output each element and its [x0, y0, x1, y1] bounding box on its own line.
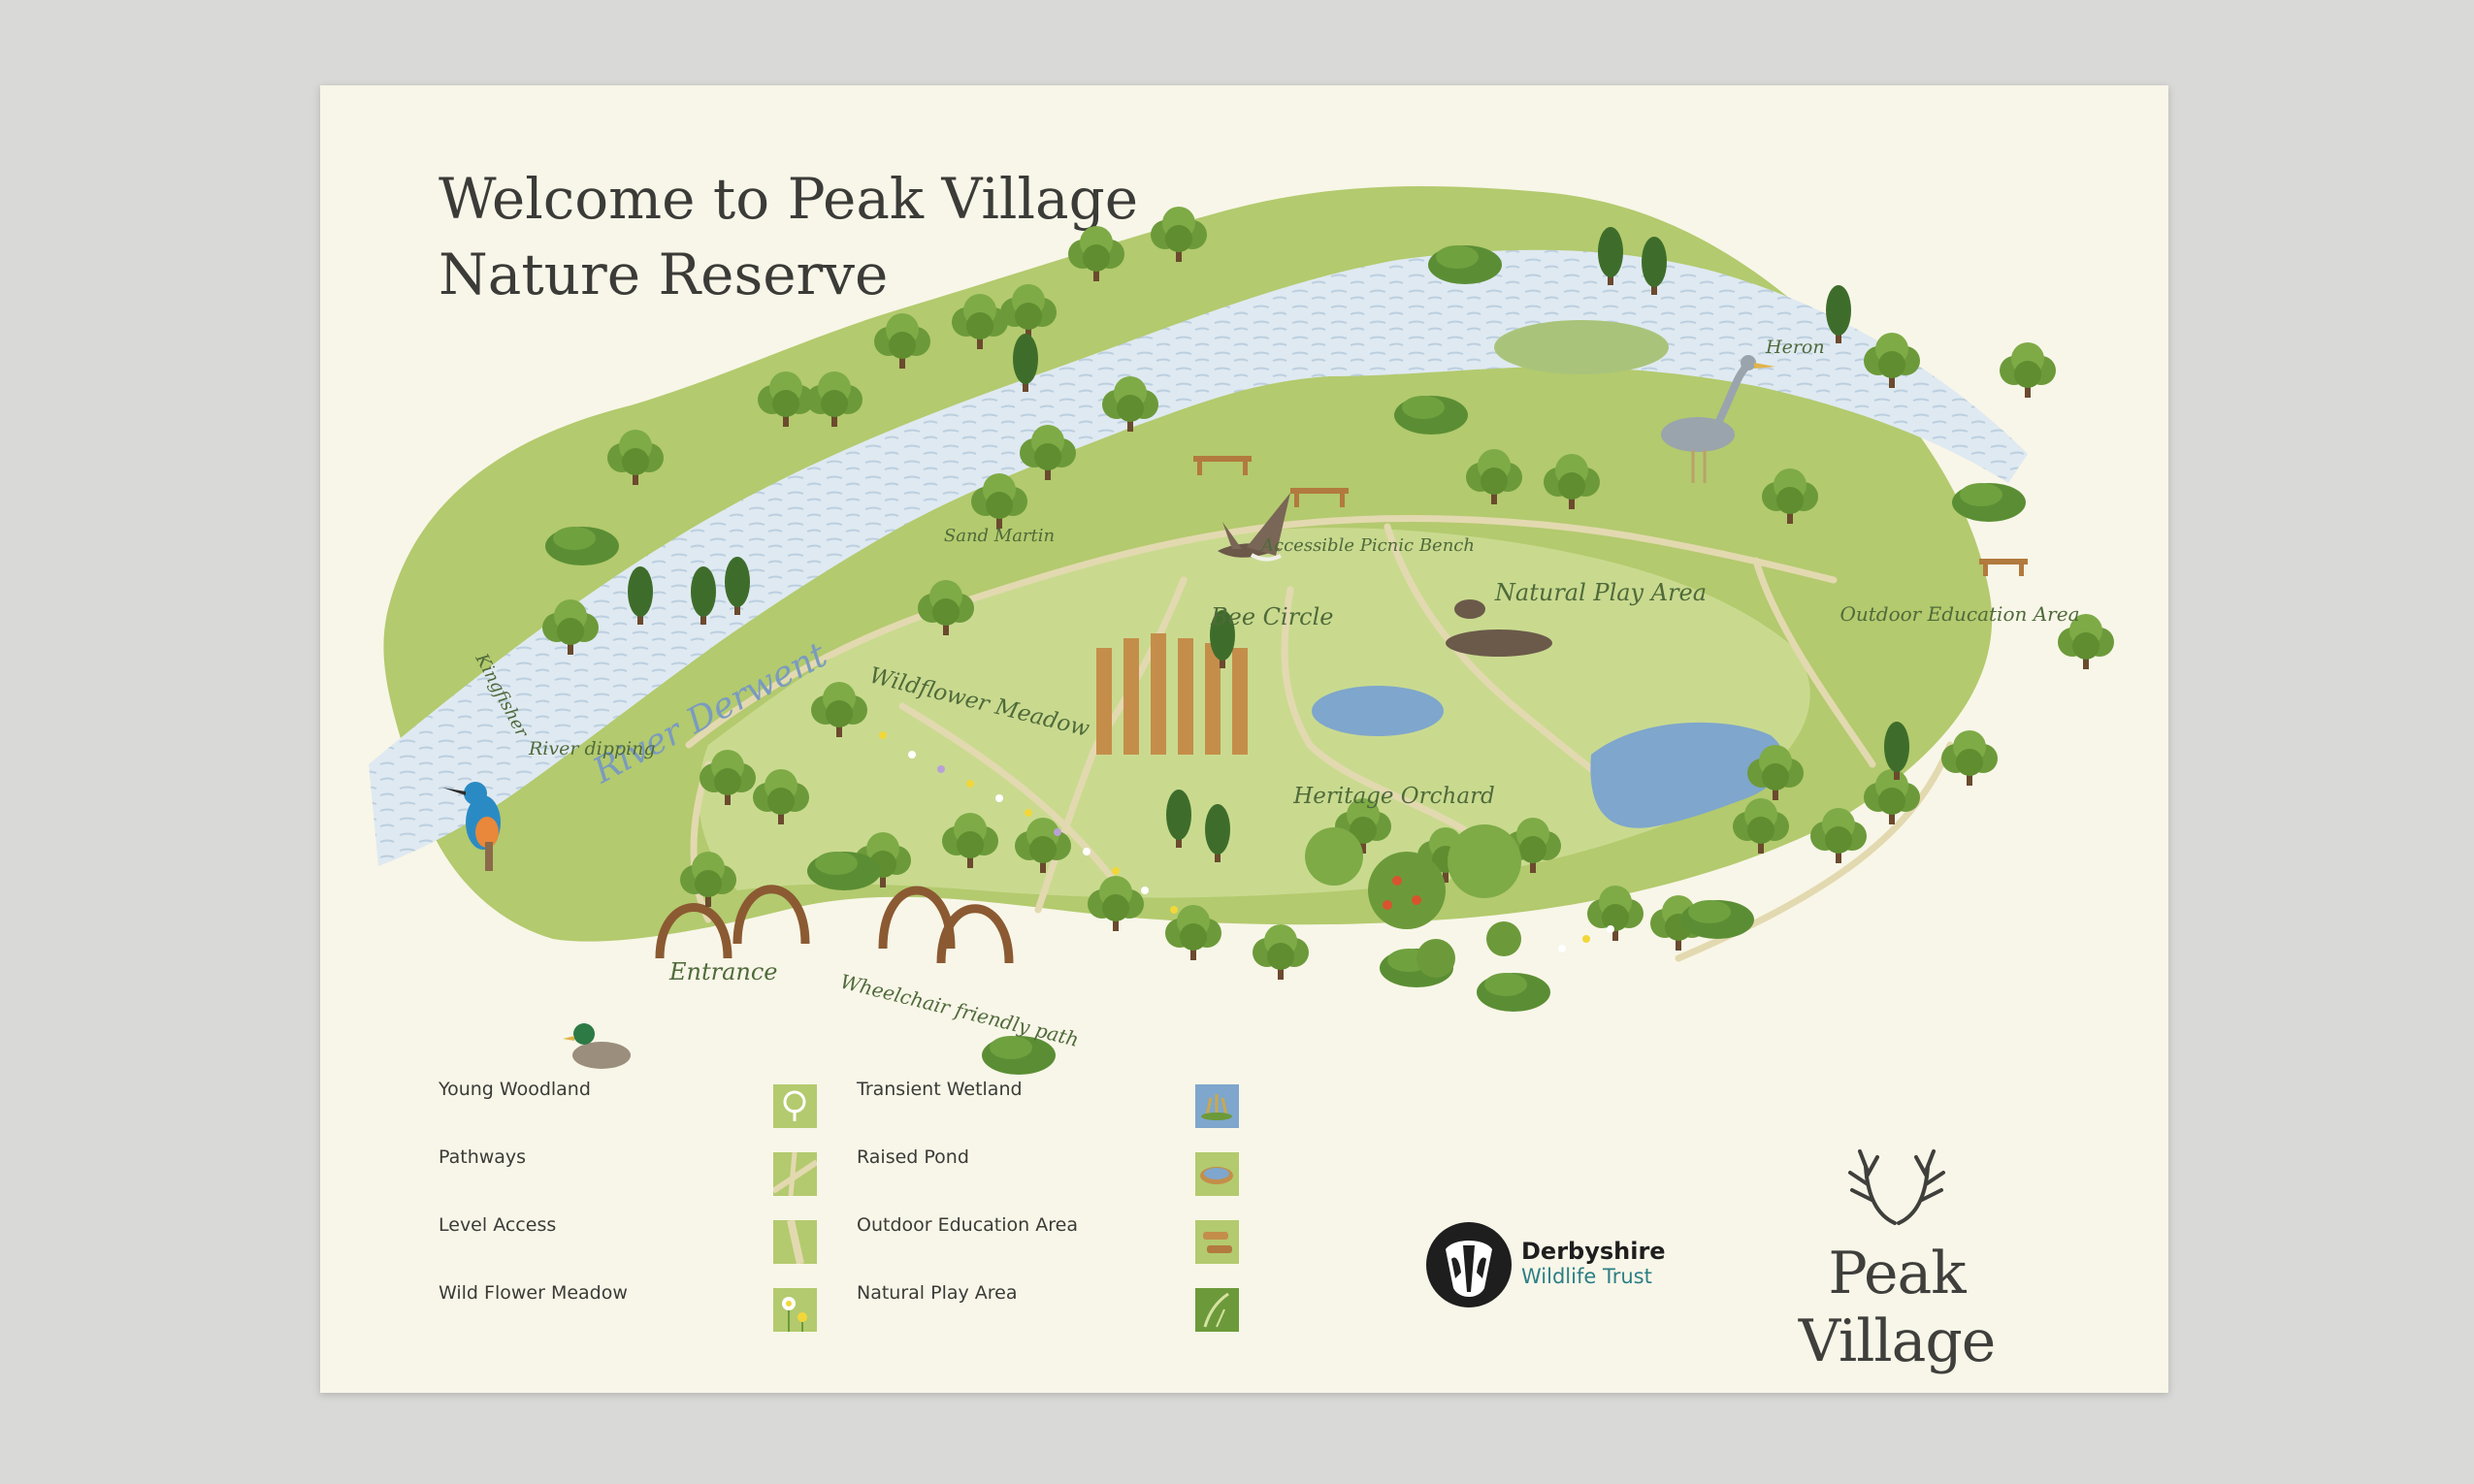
main-pond — [1590, 722, 1784, 828]
level-access-icon — [773, 1220, 817, 1264]
reserve-map: River Derwent Heron Sand Martin Kingfish… — [369, 186, 2114, 1075]
mallard-duck-illustration — [563, 1023, 631, 1069]
inner-meadow — [699, 528, 1810, 898]
young-woodland-icon — [773, 1084, 817, 1128]
bee-circle-posts — [1096, 633, 1248, 755]
legend-level-access-label: Level Access — [439, 1214, 557, 1236]
label-bee-circle: Bee Circle — [1210, 603, 1334, 630]
label-accessible-picnic-bench: Accessible Picnic Bench — [1259, 535, 1475, 556]
legend-young-woodland-label: Young Woodland — [439, 1079, 591, 1100]
label-sand-martin: Sand Martin — [944, 526, 1055, 546]
bee-circle-pond — [1312, 686, 1444, 736]
willow-arches — [655, 885, 1014, 964]
raised-pond-icon — [1195, 1152, 1239, 1196]
heron-illustration — [1661, 355, 1775, 483]
picnic-bench-icon — [1193, 456, 2028, 576]
legend-outdoor-education-area-label: Outdoor Education Area — [857, 1214, 1078, 1236]
antlers-icon — [1848, 1149, 1945, 1225]
badger-icon — [1426, 1222, 1512, 1307]
derbyshire-wildlife-trust-logo: Derbyshire Wildlife Trust — [1424, 1220, 1666, 1317]
otter-sculpture-illustration — [1446, 599, 1552, 657]
heron-wetland — [1494, 320, 1669, 374]
label-heron: Heron — [1765, 337, 1825, 358]
poster: Welcome to Peak Village Nature Reserve — [320, 85, 2168, 1393]
legend-raised-pond-label: Raised Pond — [857, 1146, 969, 1168]
derbyshire-wordmark: Derbyshire — [1521, 1238, 1666, 1265]
page-title: Welcome to Peak Village Nature Reserve — [439, 161, 1138, 312]
transient-wetland-icon — [1195, 1084, 1239, 1128]
peak-village-logo: Peak Village — [1722, 1147, 2071, 1375]
label-wheelchair-path: Wheelchair friendly path — [838, 970, 1082, 1051]
legend-natural-play-area-label: Natural Play Area — [857, 1282, 1018, 1304]
outdoor-education-area-icon — [1195, 1220, 1239, 1264]
peak-village-wordmark: Peak Village — [1798, 1240, 1997, 1375]
title-line-2: Nature Reserve — [439, 242, 889, 307]
sand-martin-illustration — [1218, 493, 1290, 562]
label-entrance: Entrance — [668, 958, 778, 985]
legend-pathways-label: Pathways — [439, 1146, 527, 1168]
wildflower-meadow-flowers — [879, 731, 1614, 952]
label-heritage-orchard: Heritage Orchard — [1292, 784, 1495, 809]
legend-transient-wetland-label: Transient Wetland — [857, 1079, 1023, 1100]
river-derwent — [369, 249, 2028, 866]
label-outdoor-education-area: Outdoor Education Area — [1839, 602, 2079, 626]
kingfisher-illustration — [442, 782, 501, 871]
legend-wild-flower-meadow-label: Wild Flower Meadow — [439, 1282, 628, 1304]
natural-play-area-icon — [1195, 1288, 1239, 1332]
pathways-icon — [773, 1152, 817, 1196]
wild-flower-meadow-icon — [773, 1288, 817, 1332]
label-river-dipping: River dipping — [528, 738, 656, 759]
wildlife-trust-wordmark: Wildlife Trust — [1521, 1265, 1652, 1288]
label-natural-play-area: Natural Play Area — [1494, 579, 1707, 606]
title-line-1: Welcome to Peak Village — [439, 166, 1139, 232]
heritage-orchard-trees — [1305, 824, 1521, 978]
